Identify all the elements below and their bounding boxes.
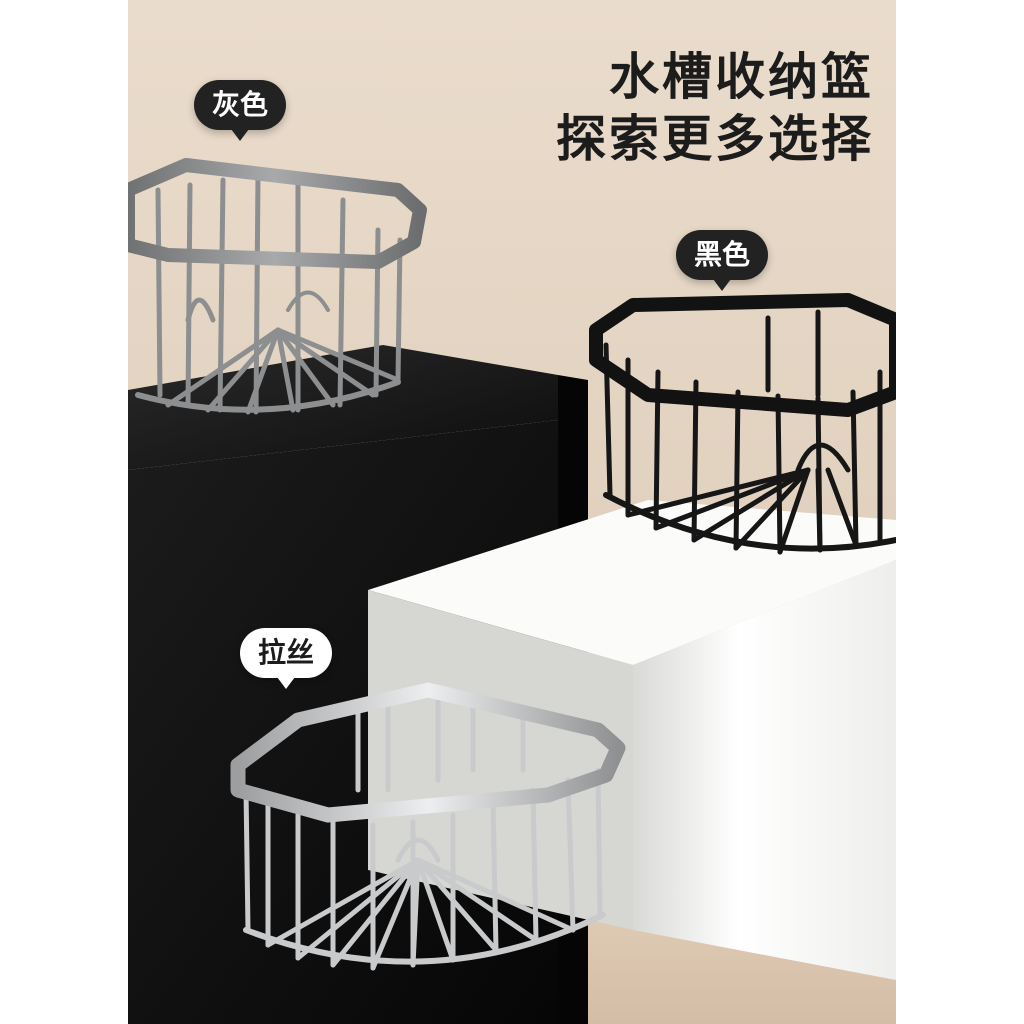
product-photo: 水槽收纳篮 探索更多选择 灰色 黑色 拉丝 — [128, 0, 896, 1024]
headline-line-2: 探索更多选择 — [556, 110, 874, 168]
headline-line-1: 水槽收纳篮 — [609, 48, 874, 106]
brushed-basket — [243, 692, 606, 971]
headline: 水槽收纳篮 探索更多选择 — [556, 46, 874, 170]
color-tag-gray: 灰色 — [194, 80, 287, 141]
black-basket — [603, 309, 896, 555]
color-tag-black: 黑色 — [676, 230, 769, 291]
color-tag-brushed: 拉丝 — [240, 628, 333, 689]
gray-basket — [135, 173, 403, 415]
photo-scene — [128, 0, 896, 1024]
